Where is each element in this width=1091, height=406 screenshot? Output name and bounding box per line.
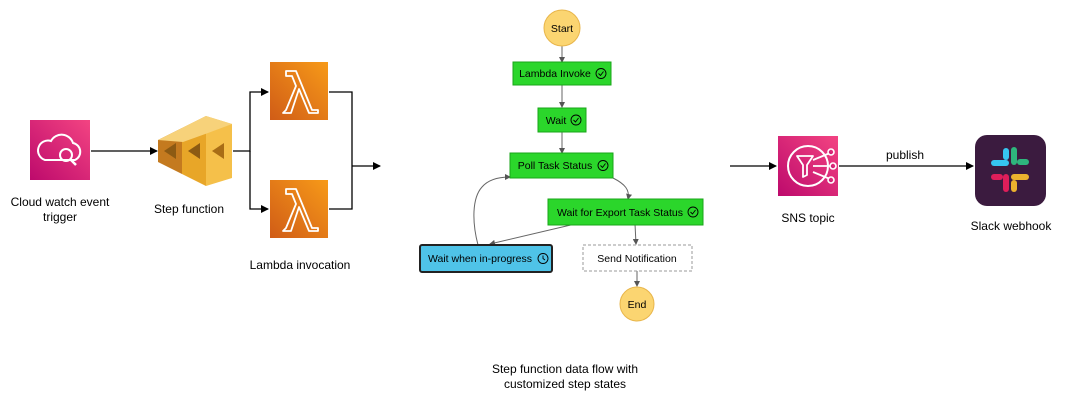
send-notification-label: Send Notification	[597, 253, 677, 265]
end-label: End	[628, 299, 647, 311]
publish-label: publish	[886, 148, 924, 162]
edge-lambda-merge	[329, 91, 353, 210]
edge-stepfunction-to-lambda-bottom	[249, 151, 269, 213]
clock-icon	[537, 253, 549, 264]
lambda-invoke-state: Lambda Invoke	[512, 61, 612, 86]
lambda-icon	[270, 180, 328, 238]
cloudwatch-label-line1: Cloud watch event	[11, 195, 110, 209]
wait-for-export-state: Wait for Export Task Status	[547, 198, 704, 226]
check-circle-icon	[687, 206, 699, 218]
send-notification-state: Send Notification	[582, 244, 693, 272]
cloudwatch-label-line2: trigger	[43, 210, 77, 224]
lambda-icon	[270, 62, 328, 120]
lambda-invoke-label: Lambda Invoke	[519, 68, 591, 80]
sns-label: SNS topic	[781, 211, 834, 225]
step-function-label: Step function	[154, 202, 224, 216]
sns-icon	[778, 136, 838, 196]
end-state: End	[619, 286, 655, 322]
wait-for-export-label: Wait for Export Task Status	[557, 207, 683, 219]
check-circle-icon	[597, 160, 609, 171]
wait-in-progress-state: Wait when in-progress	[419, 244, 553, 273]
workflow-caption-line1: Step function data flow with	[492, 362, 638, 376]
start-state: Start	[543, 9, 581, 47]
wait-in-progress-label: Wait when in-progress	[428, 253, 532, 265]
poll-task-status-label: Poll Task Status	[518, 160, 593, 172]
check-circle-icon	[570, 114, 582, 126]
slack-icon	[975, 135, 1046, 206]
slack-label: Slack webhook	[971, 219, 1053, 233]
check-circle-icon	[595, 68, 607, 79]
workflow-caption-line2: customized step states	[504, 377, 626, 391]
poll-task-status-state: Poll Task Status	[509, 152, 614, 179]
workflow-connectors	[473, 46, 640, 287]
edge-stepfunction-to-lambda-top	[233, 88, 269, 152]
lambda-invocation-label: Lambda invocation	[250, 258, 351, 272]
step-functions-icon	[158, 116, 232, 186]
cloudwatch-events-icon	[30, 120, 90, 180]
start-label: Start	[551, 23, 573, 35]
wait-state: Wait	[537, 107, 587, 133]
wait-label: Wait	[546, 115, 567, 127]
